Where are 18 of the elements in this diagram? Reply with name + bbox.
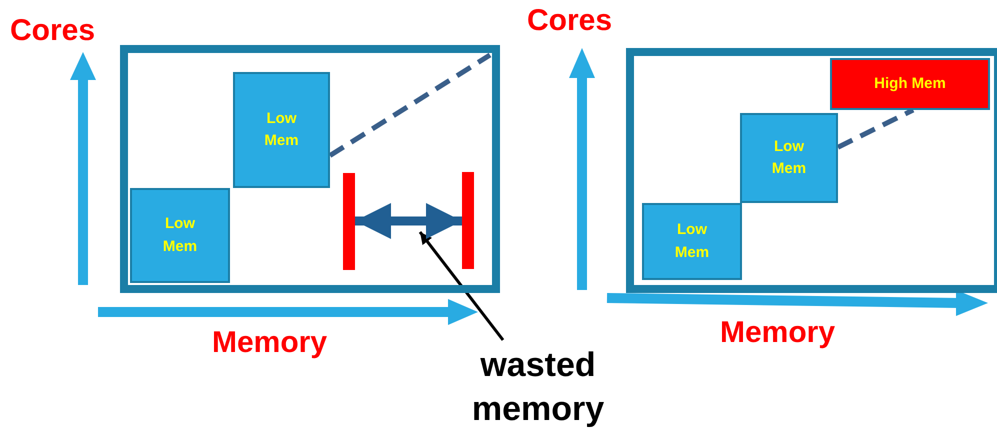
axis-label: Memory <box>212 328 328 358</box>
plot-frame <box>120 45 500 293</box>
double-arrow <box>355 203 462 239</box>
annotation-label: wasted memory <box>468 342 608 432</box>
axis-label: Cores <box>527 6 612 36</box>
axis-label: Cores <box>10 16 96 46</box>
axis-label: Memory <box>720 318 836 348</box>
memory-block: Low Mem <box>233 72 330 188</box>
memory-block: High Mem <box>830 58 990 110</box>
memory-block: Low Mem <box>130 188 230 283</box>
memory-block: Low Mem <box>642 203 742 280</box>
memory-block: Low Mem <box>740 113 838 203</box>
dashed-line <box>836 108 914 150</box>
plot-frame <box>626 48 997 293</box>
dashed-line <box>328 52 492 158</box>
limit-bar <box>343 173 355 270</box>
limit-bar <box>462 172 474 269</box>
leader-line <box>418 231 504 341</box>
